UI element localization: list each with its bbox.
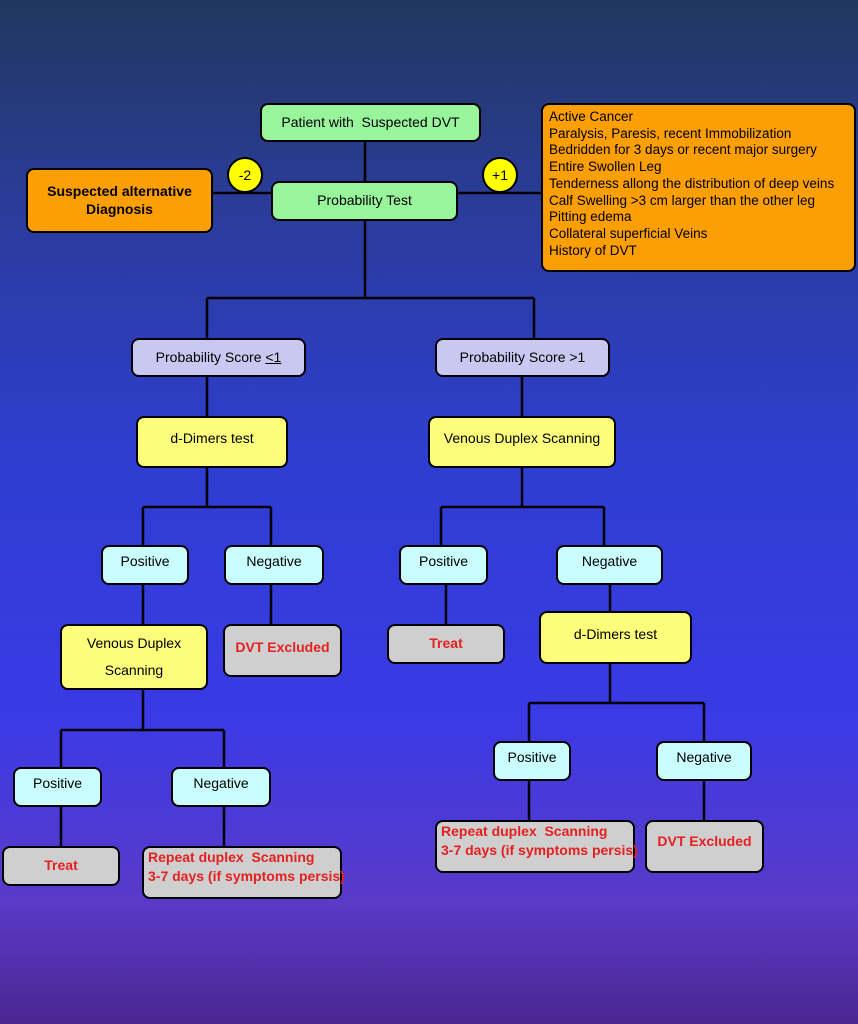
right-ddimer-test-label: d-Dimers test	[573, 626, 658, 642]
probability-score-low-box: Probability Score <1	[131, 338, 306, 377]
patient-suspected-dvt-label: Patient with Suspected DVT	[281, 113, 460, 130]
left-positive-label: Positive	[120, 553, 170, 569]
lower-right-repeat-duplex-label-line2: 3-7 days (if symptoms persis)	[441, 841, 638, 858]
lower-left-repeat-duplex-label-line2: 3-7 days (if symptoms persis)	[148, 867, 345, 884]
alternative-diagnosis-box: Suspected alternative Diagnosis	[26, 168, 213, 233]
alternative-diagnosis-label-line1: Suspected alternative	[47, 183, 192, 199]
criterion-item: History of DVT	[549, 242, 637, 258]
right-venous-duplex-label: Venous Duplex Scanning	[443, 430, 601, 446]
criterion-item: Pitting edema	[549, 209, 632, 225]
right-negative-box: Negative	[556, 545, 663, 585]
criterion-item: Tenderness allong the distribution of de…	[549, 175, 835, 191]
probability-score-low-text: Probability Score	[155, 348, 266, 365]
left-dvt-excluded-box: DVT Excluded	[223, 624, 342, 677]
left-positive-box: Positive	[101, 545, 189, 585]
lower-left-repeat-duplex-box: Repeat duplex Scanning 3-7 days (if symp…	[142, 846, 345, 899]
lower-right-dvt-excluded-box: DVT Excluded	[645, 820, 764, 873]
lower-right-repeat-duplex-box: Repeat duplex Scanning 3-7 days (if symp…	[435, 820, 638, 873]
probability-score-low-label: Probability Score <1	[156, 349, 282, 367]
minus-two-score-badge: -2	[227, 157, 263, 193]
criterion-item: Calf Swelling >3 cm larger than the othe…	[549, 192, 816, 208]
lower-right-repeat-duplex-label-line1: Repeat duplex Scanning	[441, 823, 608, 839]
right-treat-label: Treat	[429, 635, 463, 652]
probability-score-high-label: Probability Score >1	[459, 348, 586, 365]
lower-left-positive-label: Positive	[32, 775, 83, 791]
lower-right-positive-box: Positive	[493, 741, 571, 781]
lower-right-positive-label: Positive	[507, 749, 557, 765]
plus-one-score-badge: +1	[482, 157, 518, 193]
criterion-item: Collateral superficial Veins	[549, 225, 708, 241]
plus-one-score-label: +1	[492, 167, 508, 183]
left-ddimer-test-label: d-Dimers test	[170, 430, 254, 446]
lower-left-treat-label: Treat	[44, 857, 78, 874]
lower-right-dvt-excluded-label: DVT Excluded	[657, 833, 752, 849]
minus-two-score-label: -2	[238, 167, 252, 183]
left-dvt-excluded-label: DVT Excluded	[235, 639, 330, 655]
right-venous-duplex-box: Venous Duplex Scanning	[428, 416, 616, 468]
probability-score-high-box: Probability Score >1	[435, 338, 610, 377]
criterion-item: Paralysis, Paresis, recent Immobilizatio…	[549, 125, 792, 141]
right-positive-label: Positive	[418, 553, 469, 569]
left-negative-label: Negative	[246, 553, 302, 569]
probability-score-low-operator: <1	[265, 348, 282, 365]
right-positive-box: Positive	[399, 545, 488, 585]
criterion-item: Active Cancer	[549, 109, 634, 124]
right-negative-label: Negative	[581, 553, 638, 569]
criterion-item: Bedridden for 3 days or recent major sur…	[549, 142, 817, 158]
right-treat-box: Treat	[387, 624, 505, 664]
left-venous-duplex-label-line1: Venous Duplex	[86, 635, 182, 652]
left-venous-duplex-box: Venous Duplex Scanning	[60, 624, 208, 690]
lower-right-negative-label: Negative	[676, 749, 732, 765]
lower-right-negative-box: Negative	[656, 741, 752, 781]
lower-left-positive-box: Positive	[13, 767, 102, 807]
left-ddimer-test-box: d-Dimers test	[136, 416, 288, 468]
lower-left-negative-box: Negative	[171, 767, 271, 807]
patient-suspected-dvt-box: Patient with Suspected DVT	[260, 103, 481, 142]
criterion-item: Entire Swollen Leg	[549, 159, 662, 175]
wells-criteria-box: Active Cancer Paralysis, Paresis, recent…	[541, 103, 856, 272]
probability-test-label: Probability Test	[317, 192, 412, 209]
lower-left-negative-label: Negative	[193, 775, 249, 791]
left-venous-duplex-label-line2: Scanning	[104, 662, 164, 678]
lower-left-treat-box: Treat	[2, 846, 120, 886]
lower-left-repeat-duplex-label-line1: Repeat duplex Scanning	[148, 849, 315, 865]
right-ddimer-test-box: d-Dimers test	[539, 611, 692, 664]
probability-test-box: Probability Test	[271, 181, 458, 221]
left-negative-box: Negative	[224, 545, 324, 585]
alternative-diagnosis-label-line2: Diagnosis	[86, 200, 153, 217]
